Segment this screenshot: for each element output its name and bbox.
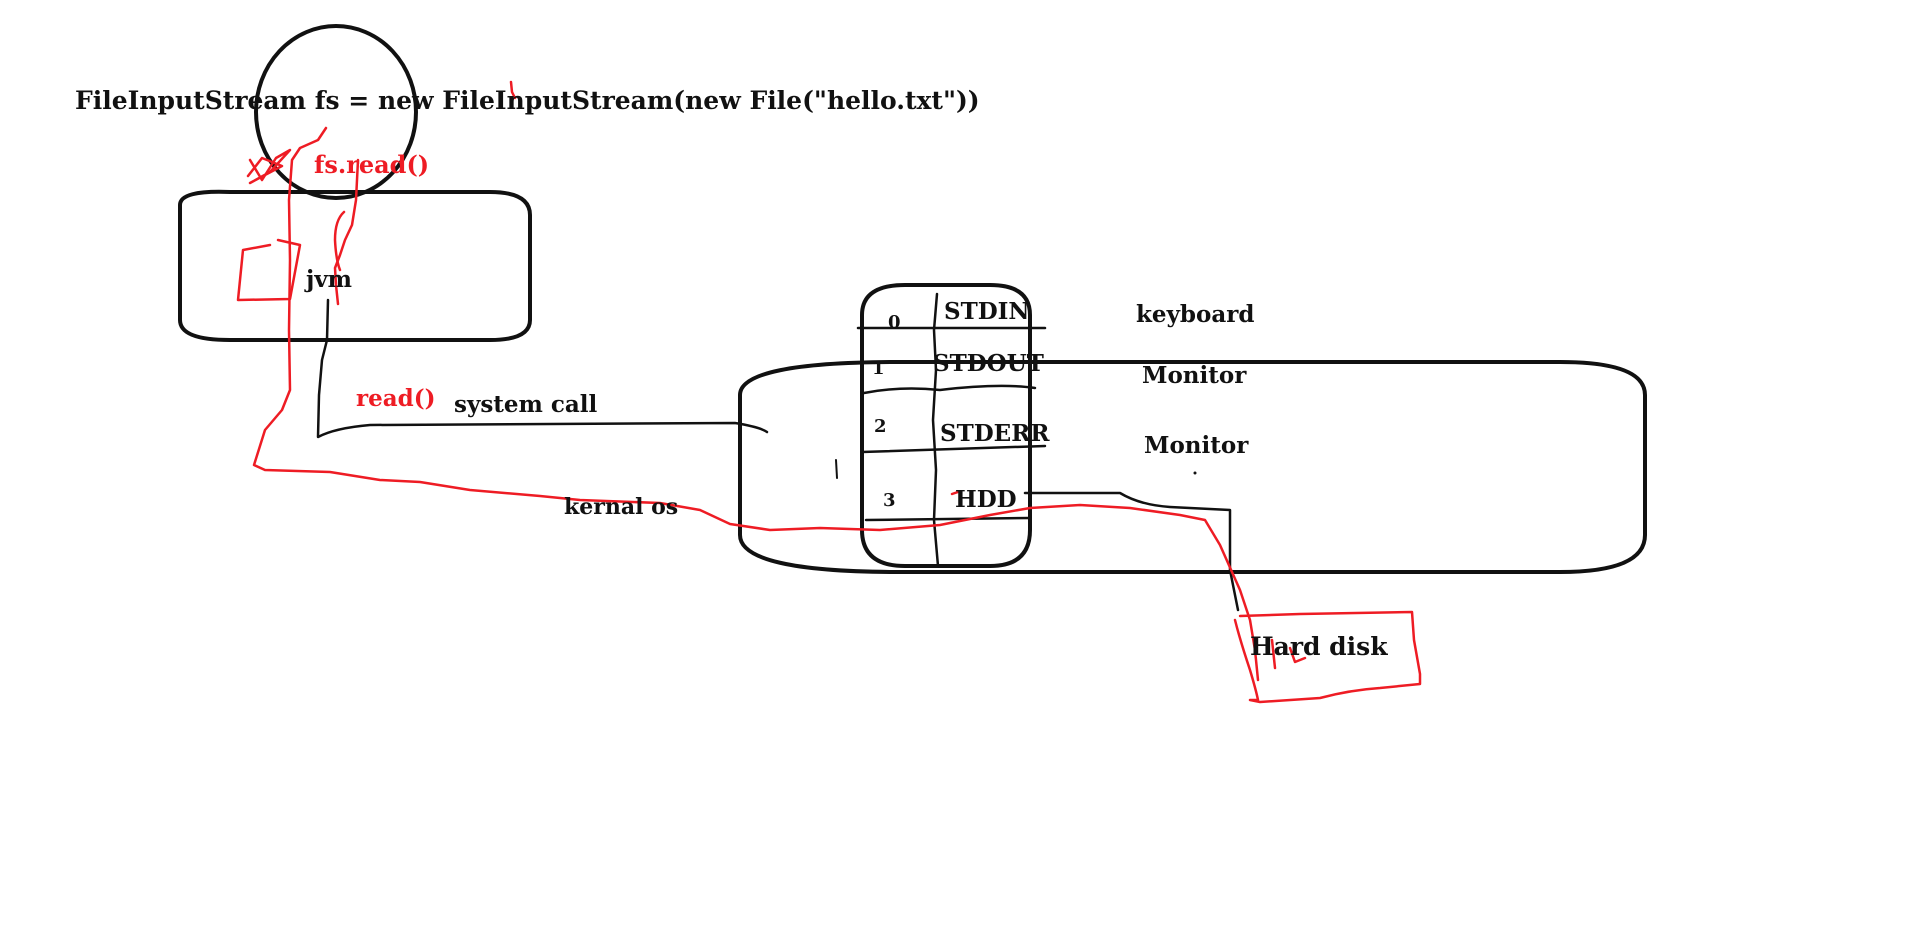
fd-name: STDIN: [944, 298, 1030, 325]
red-hd-tick-1: [1270, 638, 1277, 670]
kernel-box: [738, 360, 1647, 574]
fd-row-line-3: [860, 444, 1047, 454]
code-line: FileInputStream fs = new FileInputStream…: [75, 86, 980, 115]
fd-number: 3: [883, 490, 896, 511]
highlight-circle: [254, 24, 418, 200]
fd-name: STDOUT: [933, 350, 1044, 377]
fd-row-line-4: [864, 516, 1032, 522]
red-small-box: [236, 238, 302, 302]
red-read-path: [252, 126, 1260, 682]
fd-number: 2: [874, 416, 887, 437]
read-label: read(): [356, 385, 436, 412]
fd-number: 0: [888, 312, 901, 333]
fd-device: Monitor: [1144, 432, 1249, 459]
fd-name: HDD: [955, 486, 1017, 513]
kernel-os-label: kernal os: [564, 494, 679, 520]
red-hdd-mark: [950, 490, 960, 496]
red-scribble: [246, 148, 292, 185]
red-hook-inner: [333, 210, 346, 272]
fd-name: STDERR: [940, 420, 1050, 447]
fs-read-label: fs.read(): [314, 150, 430, 179]
hard-disk-label: Hard disk: [1250, 632, 1388, 661]
fd-device: Monitor: [1142, 362, 1247, 389]
stray-dot: [1193, 471, 1197, 475]
fd-number: 1: [872, 358, 885, 379]
hdd-connector: [1023, 491, 1240, 612]
system-call-path: [316, 298, 769, 439]
fd-table-box: [860, 283, 1032, 568]
red-hard-disk-outline: [1233, 610, 1422, 704]
jvm-box: [178, 189, 532, 342]
fd-row-line-2: [862, 384, 1037, 395]
system-call-label: system call: [454, 391, 598, 418]
red-hd-tick-2: [1288, 646, 1307, 664]
red-hook-right: [333, 158, 360, 306]
red-code-mark: [509, 80, 517, 100]
fd-device: keyboard: [1136, 301, 1255, 328]
jvm-label: jvm: [306, 266, 353, 293]
kernel-tick-mark: [835, 459, 838, 479]
